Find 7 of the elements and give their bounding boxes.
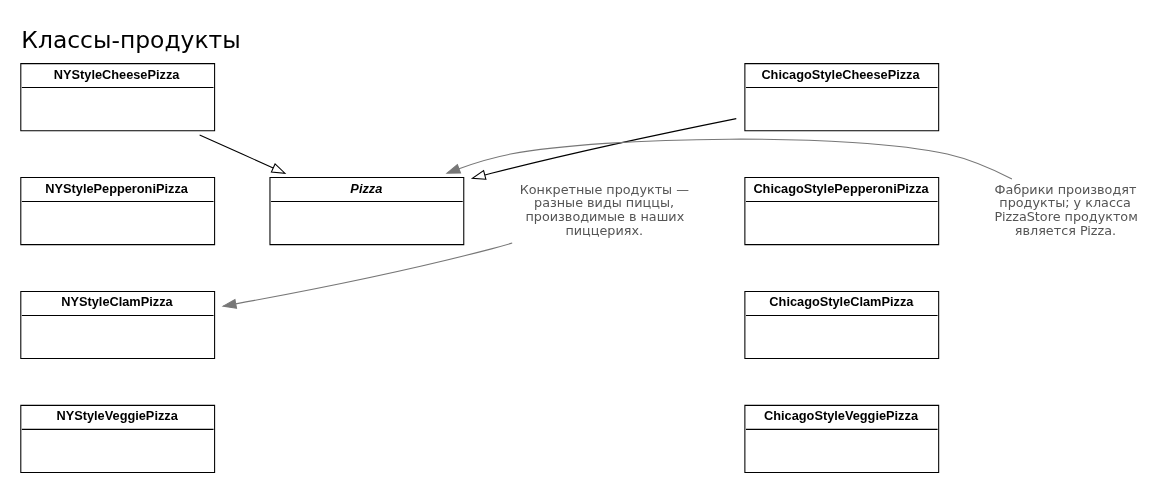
arrow [199,133,287,174]
arrow [470,117,737,180]
diagram-title: Классы-продукты [21,25,241,54]
node-text: Фабрики производят продукты; у класса PizzaStore продуктом является Pizza. [994,181,1138,238]
node-text: Конкретные продукты — разные виды пиццы, производимые в наших пиццериях. [519,181,690,238]
arrow [221,242,513,309]
arrow [445,138,1013,180]
